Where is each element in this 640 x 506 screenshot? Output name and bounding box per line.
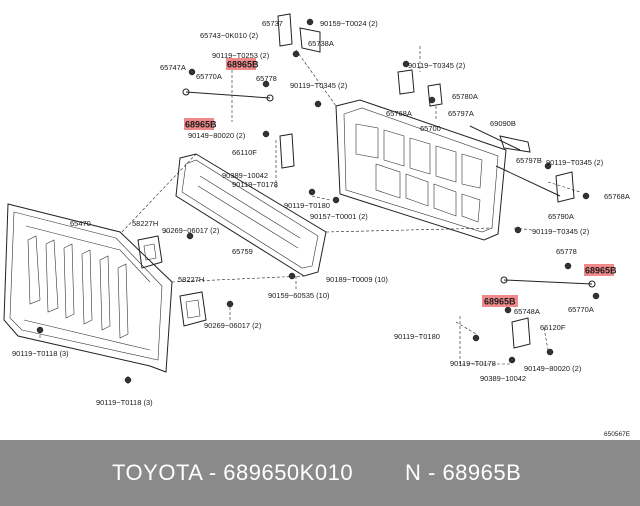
highlight-label: 68965B bbox=[484, 297, 516, 307]
label-65770a-bottom: 65770A bbox=[568, 305, 594, 314]
label-90159-60535: 90159−60535 (10) bbox=[268, 291, 330, 300]
cable-65770a-top bbox=[182, 88, 274, 102]
label-90149-80020-bottom: 90149−80020 (2) bbox=[524, 364, 582, 373]
cable-65770a-bottom bbox=[500, 276, 596, 288]
label-90119-t0180-bottom: 90119−T0180 bbox=[394, 332, 440, 341]
label-66120f: 66120F bbox=[540, 323, 566, 332]
label-65748a: 65748A bbox=[514, 307, 540, 316]
highlight-label: 68965B bbox=[227, 60, 259, 70]
label-90149-80020-top: 90149−80020 (2) bbox=[188, 131, 246, 140]
label-65470: 65470 bbox=[70, 219, 91, 228]
bracket-58227h-top bbox=[137, 235, 163, 269]
label-58227h-top: 58227H bbox=[132, 219, 158, 228]
part-labels: 65737 90159−T0024 (2) 65743−0K010 (2) 65… bbox=[12, 19, 631, 438]
label-65797a: 65797A bbox=[448, 109, 474, 118]
label-90119-t0178-bottom: 90119−T0178 bbox=[450, 359, 496, 368]
label-58227h-bottom: 58227H bbox=[178, 275, 204, 284]
reference-code: 650567E bbox=[604, 431, 631, 438]
bracket-58227h-bottom bbox=[179, 291, 207, 327]
label-90119-t0345-a: 90119−T0345 (2) bbox=[290, 81, 348, 90]
latch-65790a bbox=[555, 171, 575, 203]
label-90269-06017-bottom: 90269−06017 (2) bbox=[204, 321, 262, 330]
label-90389-10042-bottom: 90389−10042 bbox=[480, 374, 526, 383]
label-90119-t0180-top: 90119−T0180 bbox=[284, 201, 330, 210]
label-90189-t0009: 90189−T0009 (10) bbox=[326, 275, 388, 284]
rod-65797b bbox=[495, 165, 561, 197]
label-90119-t0118-bottom: 90119−T0118 (3) bbox=[96, 398, 153, 407]
label-90119-t0345-c: 90119−T0345 (2) bbox=[546, 158, 604, 167]
label-90119-t0345-b: 90119−T0345 (2) bbox=[408, 61, 466, 70]
leader-lines bbox=[39, 46, 581, 384]
label-90389-10042-top: 90389−10042 bbox=[222, 171, 268, 180]
label-90159-t0024: 90159−T0024 (2) bbox=[320, 19, 378, 28]
label-65797b: 65797B bbox=[516, 156, 542, 165]
highlight-68965b-4[interactable]: 68965B bbox=[482, 295, 518, 307]
hinge-66120f bbox=[511, 317, 531, 349]
highlight-68965b-2[interactable]: 68965B bbox=[184, 118, 217, 130]
hinge-65737 bbox=[277, 13, 321, 53]
label-90157-t0001: 90157−T0001 (2) bbox=[310, 212, 368, 221]
rod-65797a bbox=[469, 125, 531, 153]
label-90119-t0118-left: 90119−T0118 (3) bbox=[12, 349, 69, 358]
label-90119-t0345-d: 90119−T0345 (2) bbox=[532, 227, 590, 236]
label-65743-0k010: 65743−0K010 (2) bbox=[200, 31, 259, 40]
inner-panel-65470 bbox=[3, 203, 173, 373]
latch-65780a bbox=[397, 69, 443, 107]
label-65738a: 65738A bbox=[308, 39, 334, 48]
n-part-number: N - 68965B bbox=[405, 460, 522, 485]
label-65778-top: 65778 bbox=[256, 74, 277, 83]
label-65780a: 65780A bbox=[452, 92, 478, 101]
highlight-68965b-3[interactable]: 68965B bbox=[584, 264, 617, 276]
label-65770a-top: 65770A bbox=[196, 72, 222, 81]
label-65759: 65759 bbox=[232, 247, 253, 256]
hinge-66110f bbox=[279, 133, 295, 169]
label-65768a-top: 65768A bbox=[386, 109, 412, 118]
footer-bar: TOYOTA - 689650K010 N - 68965B bbox=[0, 440, 640, 506]
label-90269-06017-top: 90269−06017 (2) bbox=[162, 226, 220, 235]
label-66110f: 66110F bbox=[232, 148, 257, 157]
brand-part-number: TOYOTA - 689650K010 bbox=[112, 460, 354, 485]
parts-diagram: 65737 90159−T0024 (2) 65743−0K010 (2) 65… bbox=[3, 13, 631, 438]
highlight-label: 68965B bbox=[585, 266, 617, 276]
label-65768a-right: 65768A bbox=[604, 192, 630, 201]
label-90119-t0253: 90119−T0253 (2) bbox=[212, 51, 270, 60]
highlight-label: 68965B bbox=[185, 120, 217, 130]
highlight-68965b-1[interactable]: 68965B bbox=[226, 58, 259, 70]
label-65747a: 65747A bbox=[160, 63, 186, 72]
label-65790a: 65790A bbox=[548, 212, 574, 221]
label-65778-bottom: 65778 bbox=[556, 247, 577, 256]
label-69090b: 69090B bbox=[490, 119, 516, 128]
label-65737: 65737 bbox=[262, 19, 283, 28]
label-90119-t0178-top: 90119−T0178 bbox=[232, 180, 278, 189]
bolts bbox=[36, 18, 600, 384]
label-65700: 65700 bbox=[420, 124, 441, 133]
